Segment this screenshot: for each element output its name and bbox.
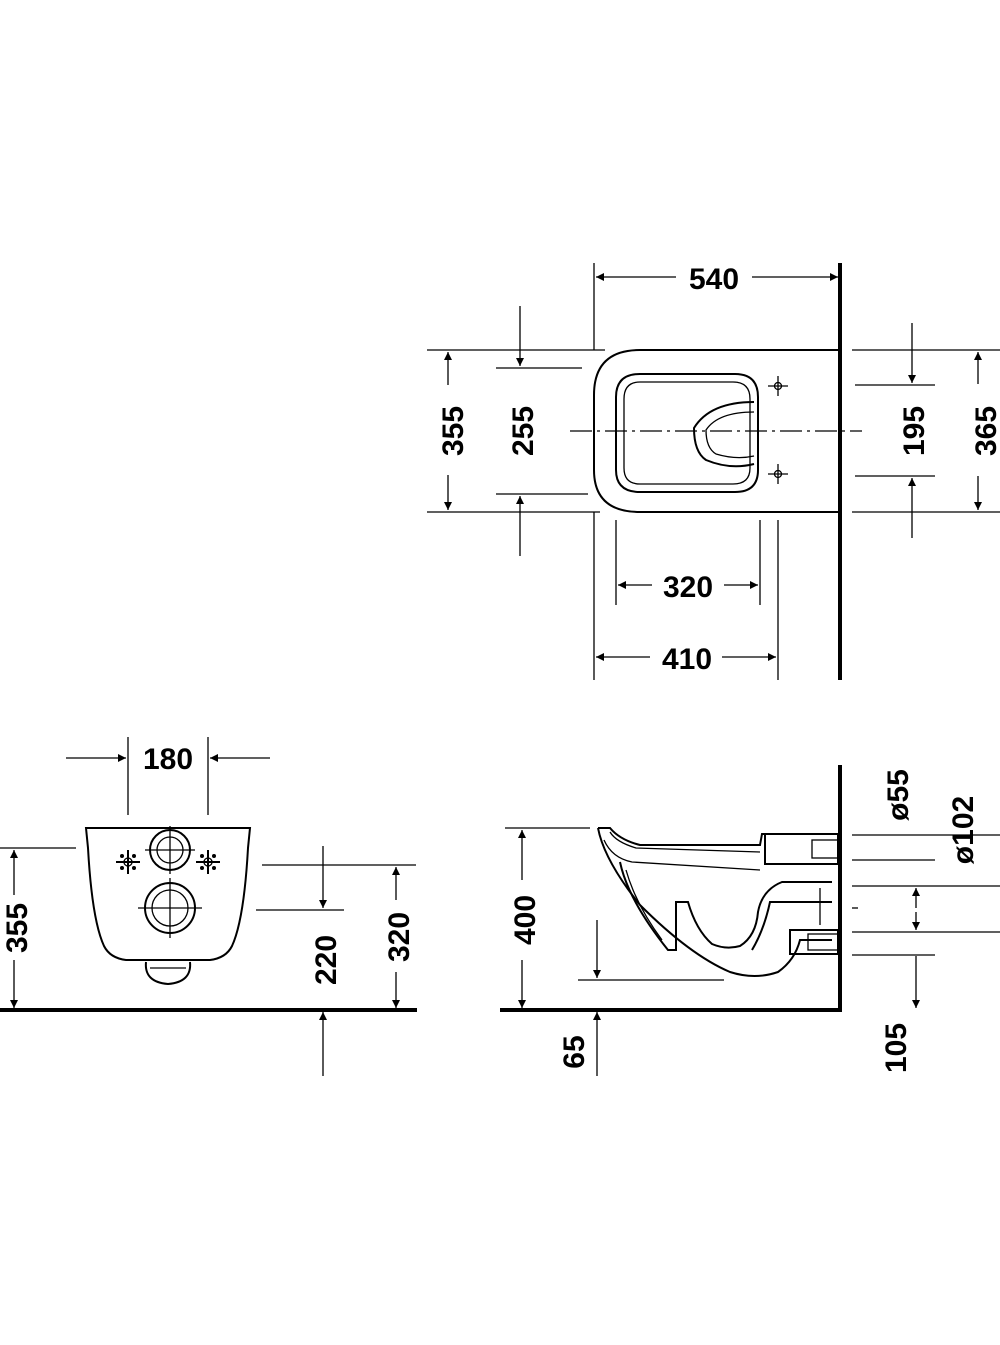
trap-opening [692,401,755,468]
front-trap [144,961,192,986]
dim-base-offset: 65 [558,1035,591,1068]
side-bowl-curve [625,869,663,941]
top-view: 540 355 255 195 [427,263,1000,680]
dimension-65: 65 [558,920,724,1076]
trap-inner [705,411,755,459]
dim-outlet-diameter: ø102 [947,796,980,864]
dimension-220: 220 [256,846,344,1076]
dimension-410: 410 [593,512,779,680]
fixing-hole-marker-top [768,376,788,396]
dimension-diameters: ø55 ø102 [852,769,1000,956]
fixing-bolt-right [196,850,220,874]
dim-outlet-center-height: 220 [310,935,343,985]
outlet-circle [138,878,202,938]
dimension-195: 195 [855,323,935,538]
side-rim [609,831,761,853]
inlet-connector [764,833,839,865]
inlet-socket [811,839,839,859]
dimension-365: 365 [852,349,1000,513]
dim-bowl-width: 255 [507,406,540,456]
inner-bowl [615,373,759,493]
dimension-255: 255 [496,306,588,556]
dimension-355-front: 355 [0,847,76,1008]
dim-outlet-height: 105 [880,1023,913,1073]
front-bowl-outline [84,827,252,961]
front-view: 180 355 220 320 [0,737,417,1076]
fixing-hole-marker-bottom [768,464,788,484]
bowl-outline [593,349,840,513]
dim-overall-width: 355 [437,406,470,456]
dim-width-at-wall: 365 [970,406,1000,456]
dimension-320-top: 320 [615,520,761,605]
dim-rim-height: 400 [509,895,542,945]
dim-front-total-height: 355 [1,903,34,953]
side-bowl-outline [597,827,838,977]
dimension-540: 540 [593,263,838,350]
dim-overall-length: 540 [689,263,739,296]
dimension-400: 400 [505,827,590,1008]
dim-fixing-bolt-spacing: 180 [143,743,193,776]
dim-bolt-height: 320 [383,912,416,962]
dimension-355-top: 355 [427,349,605,513]
side-rim-inner [603,839,761,871]
outlet-socket [807,933,839,951]
dim-inlet-diameter: ø55 [882,769,915,821]
dim-front-to-fixing: 410 [662,643,712,676]
dimension-320-front: 320 [262,864,416,1008]
dim-bowl-length: 320 [663,571,713,604]
inlet-circle [145,826,195,874]
side-trap [751,901,832,951]
inner-bowl-rim [623,381,751,485]
side-view: 400 65 ø55 ø102 105 [500,765,1000,1076]
side-bowl-interior [619,861,832,951]
fixing-bolt-left [116,850,140,874]
dim-fixing-hole-spacing: 195 [898,406,931,456]
dimension-180: 180 [66,737,270,815]
dimension-105: 105 [880,956,920,1073]
